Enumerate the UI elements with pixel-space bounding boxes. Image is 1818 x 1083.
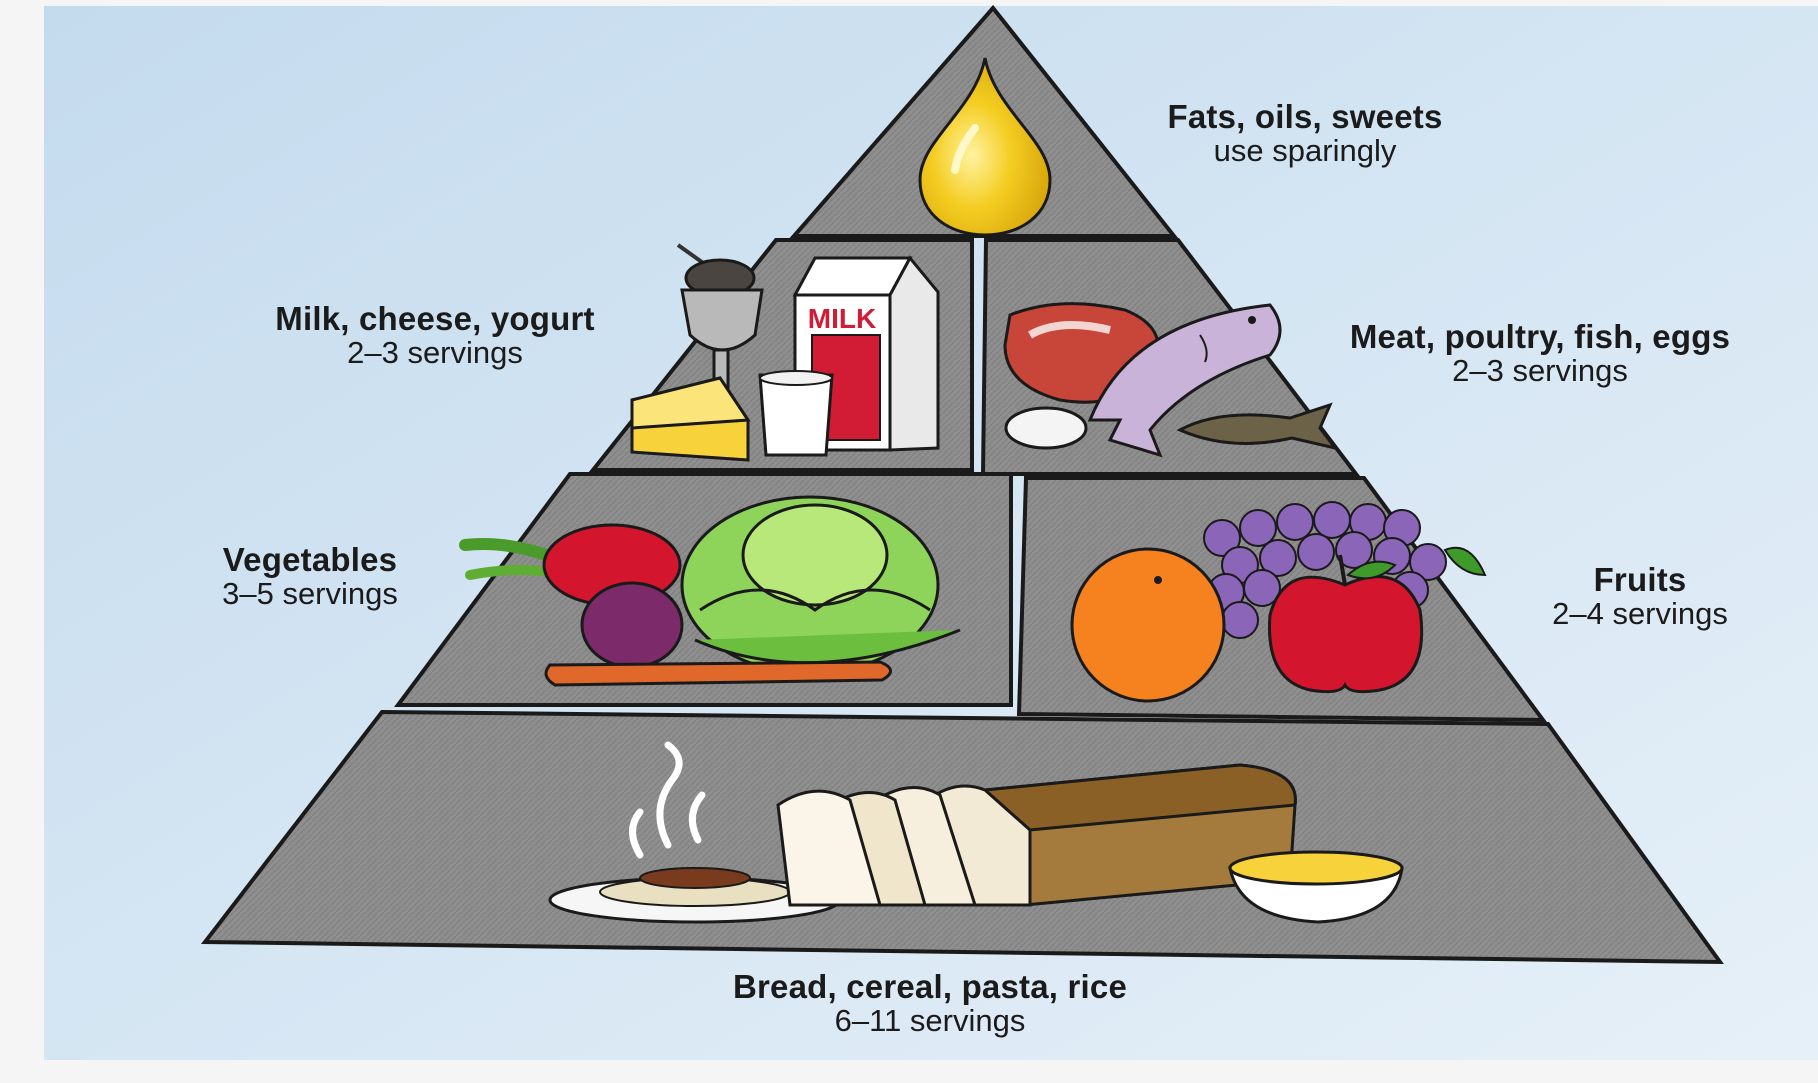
label-fruits-subtitle: 2–4 servings (1505, 598, 1775, 629)
label-milk-title: Milk, cheese, yogurt (215, 302, 655, 335)
label-vegetables-subtitle: 3–5 servings (180, 578, 440, 609)
beet-icon (582, 583, 682, 667)
orange-icon (1072, 549, 1224, 701)
milk-glass-icon (760, 371, 832, 455)
label-grains-subtitle: 6–11 servings (690, 1005, 1170, 1036)
egg-icon (1006, 408, 1086, 448)
label-fruits: Fruits 2–4 servings (1505, 563, 1775, 629)
label-vegetables: Vegetables 3–5 servings (180, 543, 440, 609)
label-milk: Milk, cheese, yogurt 2–3 servings (215, 302, 655, 368)
label-vegetables-title: Vegetables (180, 543, 440, 576)
label-grains: Bread, cereal, pasta, rice 6–11 servings (690, 970, 1170, 1036)
label-milk-subtitle: 2–3 servings (215, 337, 655, 368)
label-meat-subtitle: 2–3 servings (1290, 355, 1790, 386)
label-grains-title: Bread, cereal, pasta, rice (690, 970, 1170, 1003)
milk-carton-label: MILK (808, 303, 876, 334)
label-meat-title: Meat, poultry, fish, eggs (1290, 320, 1790, 353)
carrot-icon (546, 662, 891, 685)
label-meat: Meat, poultry, fish, eggs 2–3 servings (1290, 320, 1790, 386)
label-fats: Fats, oils, sweets use sparingly (1100, 100, 1510, 166)
label-fats-subtitle: use sparingly (1100, 135, 1510, 166)
label-fruits-title: Fruits (1505, 563, 1775, 596)
label-fats-title: Fats, oils, sweets (1100, 100, 1510, 133)
